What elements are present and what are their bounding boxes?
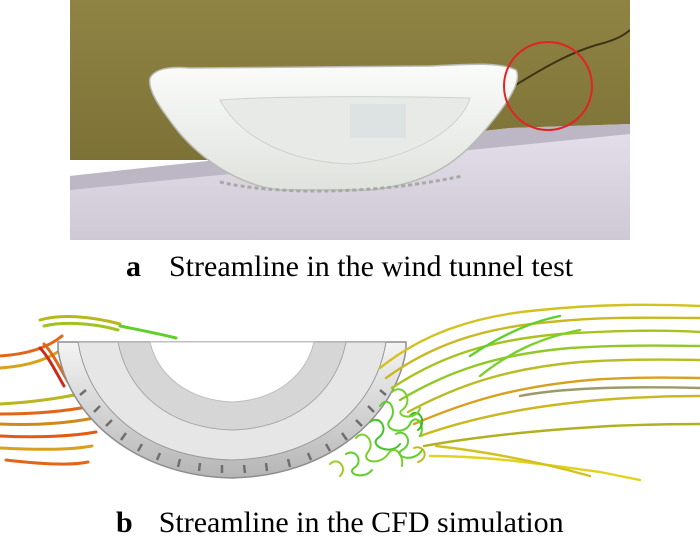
caption-b: b Streamline in the CFD simulation	[116, 508, 564, 538]
cfd-simulation-render	[0, 303, 700, 482]
wake-streamlines	[378, 303, 700, 482]
caption-text-a: Streamline in the wind tunnel test	[169, 250, 574, 283]
wind-tunnel-photo	[70, 0, 630, 240]
caption-text-b: Streamline in the CFD simulation	[158, 506, 564, 539]
tread-edge	[219, 174, 463, 193]
model-window	[350, 104, 406, 138]
panel-letter-b: b	[116, 506, 133, 539]
panel-letter-a: a	[126, 250, 141, 283]
tire-cross-section	[57, 341, 407, 479]
red-circle-highlight	[503, 41, 593, 131]
tire-inner-cavity	[219, 96, 471, 165]
smoke-streamline	[513, 29, 630, 87]
turbulent-wake	[329, 388, 426, 477]
tread-grooves	[79, 389, 387, 474]
caption-a: a Streamline in the wind tunnel test	[126, 252, 573, 282]
